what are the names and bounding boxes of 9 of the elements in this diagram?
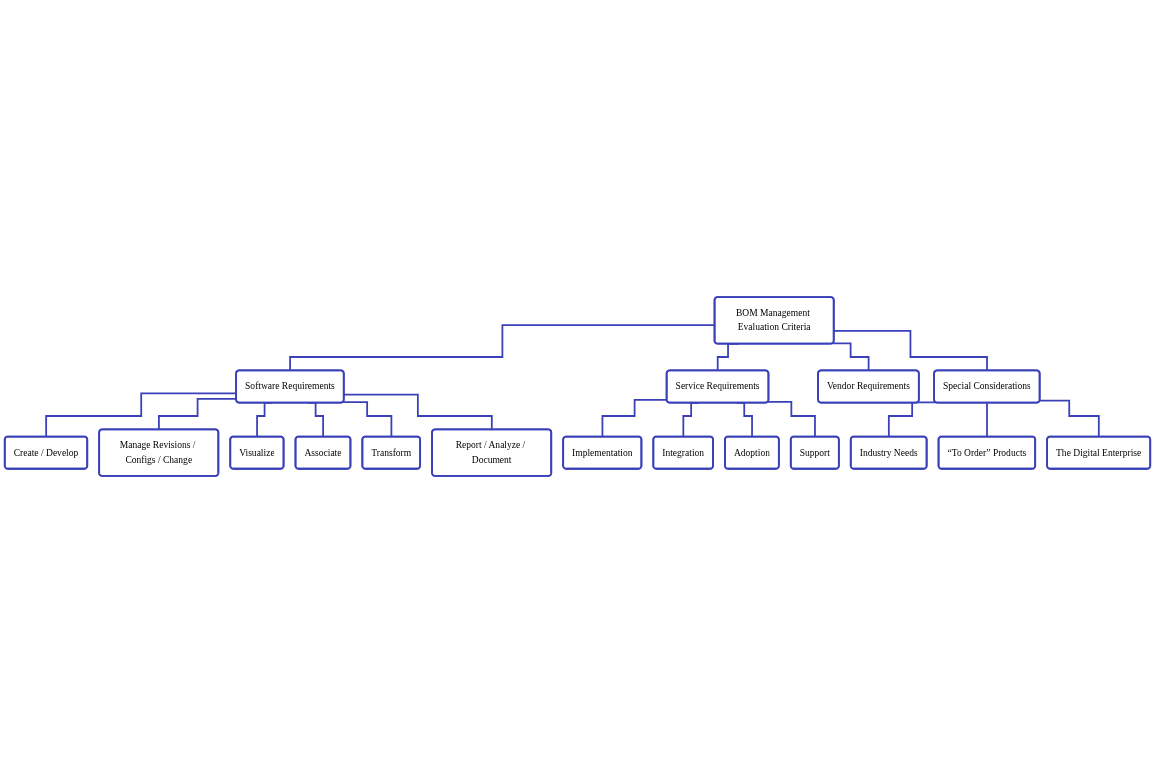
connector (833, 330, 989, 372)
connector (767, 401, 816, 438)
connector (601, 398, 668, 438)
connector (342, 401, 393, 438)
connector (887, 401, 937, 438)
connector (343, 393, 493, 431)
connector (1038, 399, 1100, 438)
connector (831, 342, 870, 372)
connector (986, 402, 989, 438)
